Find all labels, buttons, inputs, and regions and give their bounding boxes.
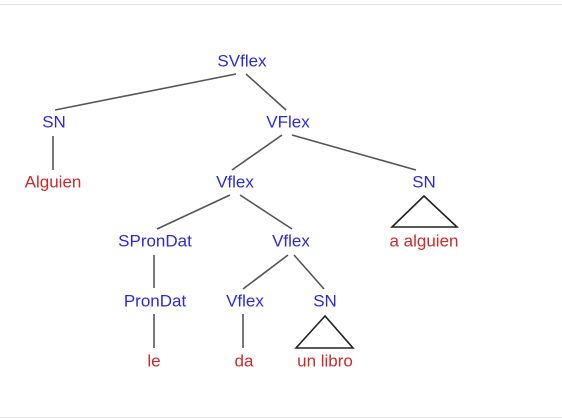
node-sprondat: SPronDat [118,231,192,250]
edge-svflex-sn [54,73,237,111]
phrase-a-alguien: a alguien [389,231,458,250]
node-vflex-low: Vflex [272,231,310,250]
node-sn-object: SN [412,172,436,191]
window-top-border [0,0,562,5]
edge-vflex-snobject [291,134,417,171]
triangle-sn-direct [294,314,355,349]
word-alguien: Alguien [25,172,82,191]
edge-svflex-vflex [245,73,287,111]
tree-edges [52,73,417,348]
edge-vflexlow-vflexleaf [242,254,289,290]
phrase-un-libro: un libro [297,351,353,370]
word-le: le [147,351,160,370]
node-vflex-top: VFlex [266,112,310,131]
node-vflex-mid: Vflex [216,172,254,191]
edge-vflexmid-vflexlow [239,194,293,230]
node-sn-subject: SN [42,112,66,131]
node-svflex: SVflex [217,51,267,70]
triangle-sn-object [390,194,460,228]
tree-labels: SVflex SN Alguien VFlex Vflex SN a algui… [25,51,459,370]
edge-vflexmid-sprondat [156,194,231,230]
node-vflex-leaf: Vflex [226,291,264,310]
node-prondat: PronDat [124,291,187,310]
edge-vflex-vflexmid [231,134,283,171]
word-da: da [235,351,254,370]
node-sn-direct: SN [313,291,337,310]
edge-vflexlow-sndirect [293,254,325,290]
tree-triangles [294,194,460,349]
